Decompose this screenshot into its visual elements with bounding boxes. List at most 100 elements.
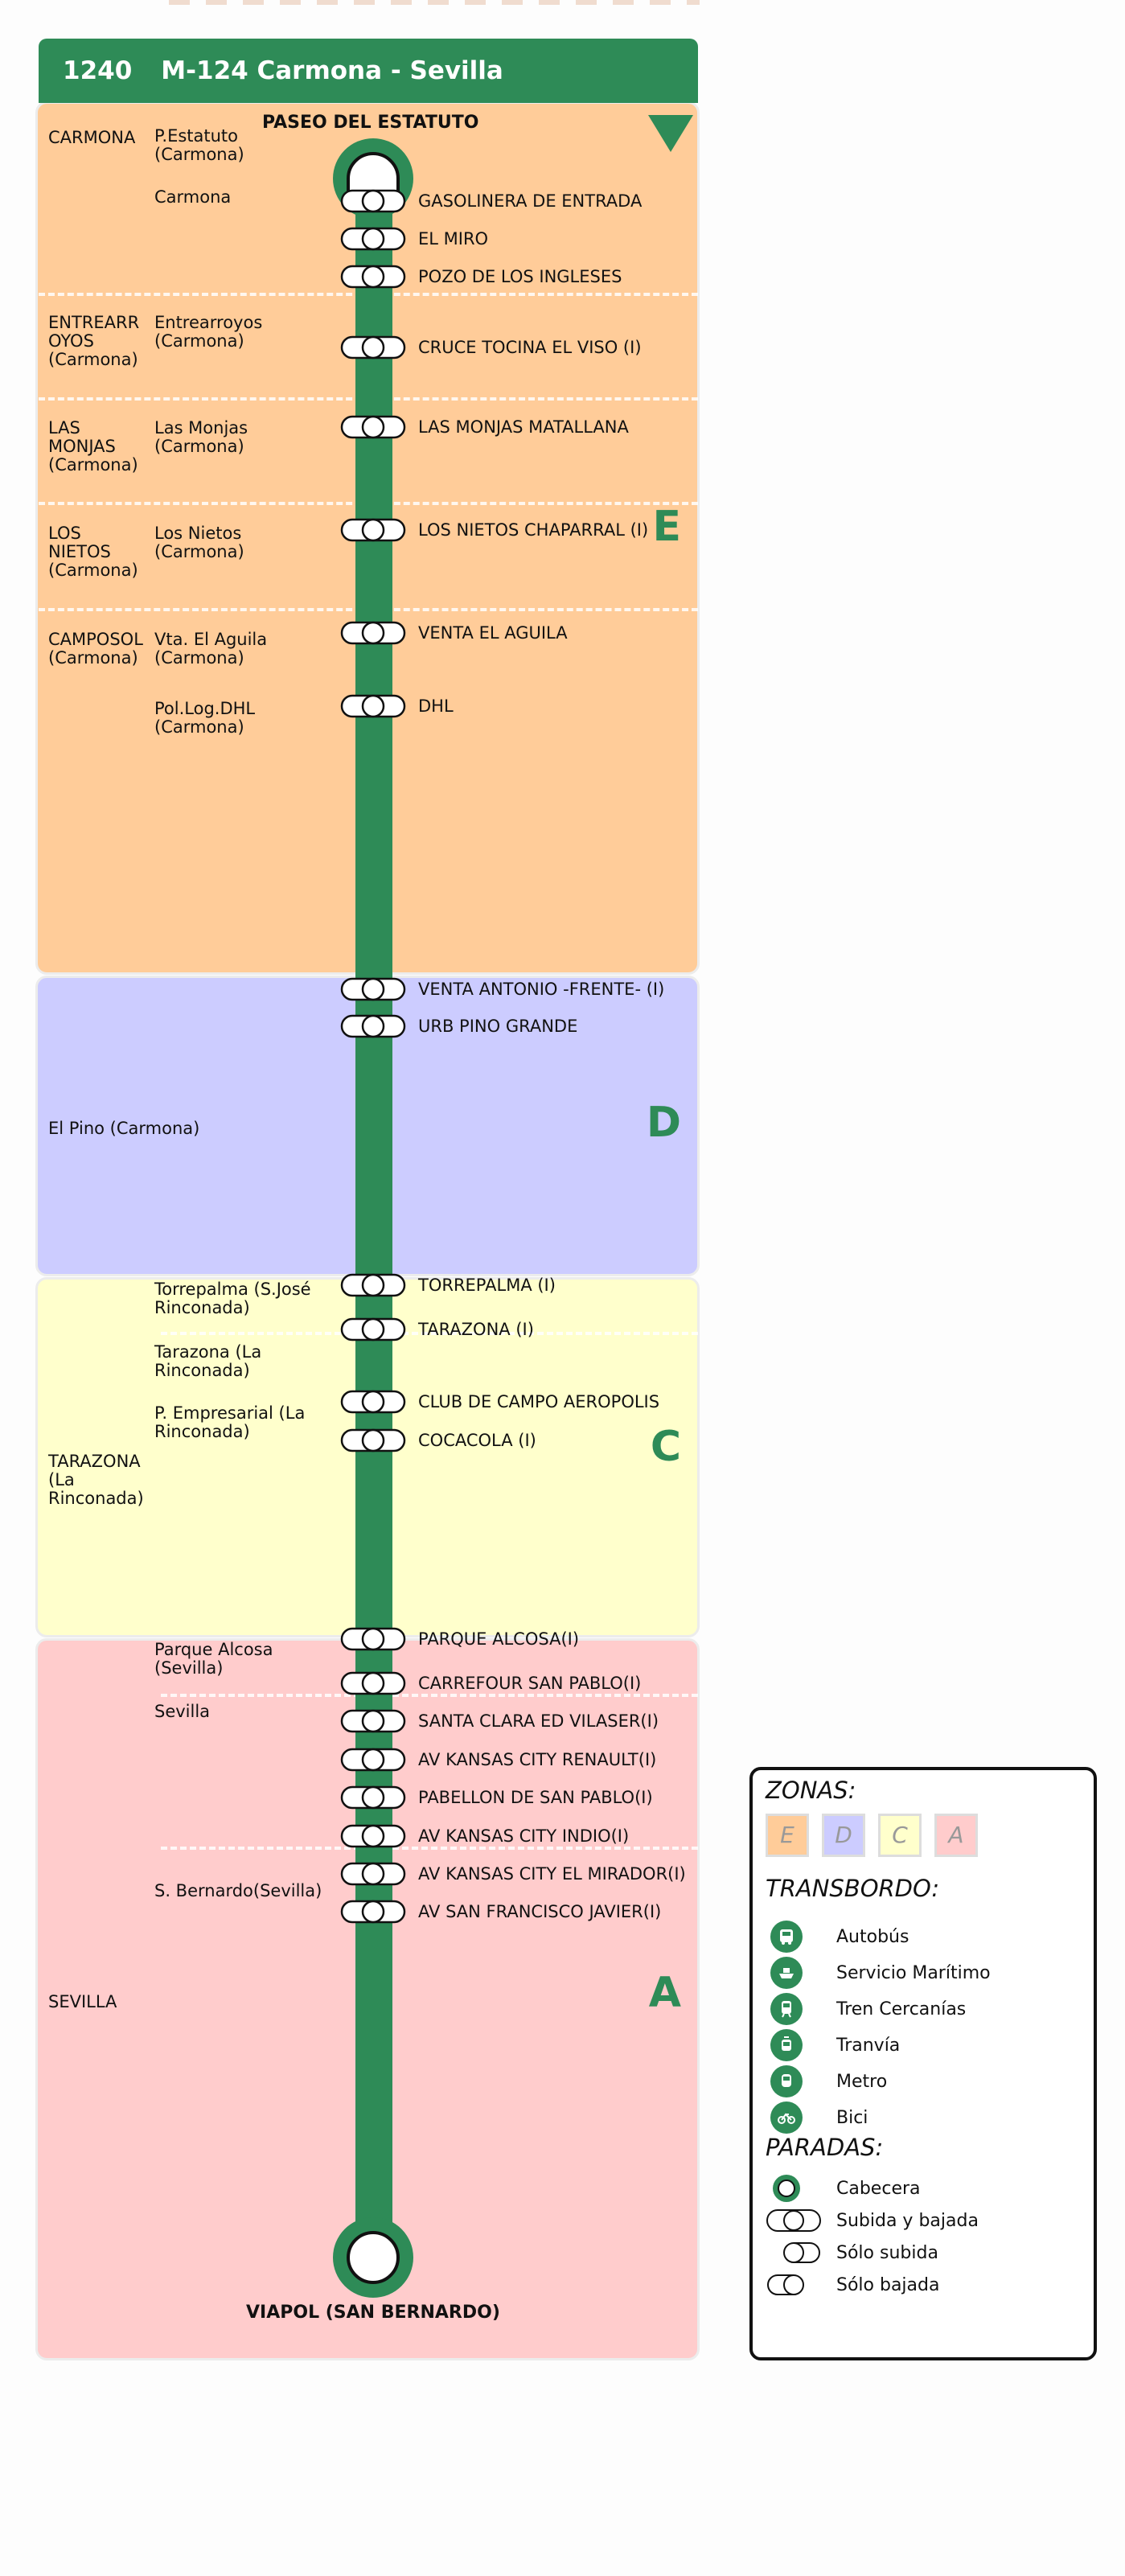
board-alight-stop-icon: [340, 1862, 406, 1886]
legend-zone-c: C: [878, 1814, 922, 1857]
zone-separator: [161, 1332, 698, 1335]
area-label: SEVILLA: [48, 1992, 117, 2011]
locality-label: P. Empresarial (La Rinconada): [154, 1403, 306, 1441]
stop-label: LAS MONJAS MATALLANA: [418, 417, 629, 437]
stop-label: SANTA CLARA ED VILASER(I): [418, 1711, 659, 1731]
legend-transfer-title: TRANSBORDO:: [766, 1875, 940, 1902]
legend-transfer-row: Autobús: [770, 1921, 909, 1953]
ship-icon: [779, 1968, 794, 1978]
board-alight-stop-icon: [340, 1824, 406, 1848]
stop-label: TORREPALMA (I): [418, 1276, 556, 1295]
board-alight-stop-icon: [340, 1273, 406, 1297]
board-alight-stop-icon: [340, 1390, 406, 1414]
stop-label: VENTA ANTONIO -FRENTE- (I): [418, 980, 665, 999]
board-alight-stop-icon: [340, 1428, 406, 1452]
legend-transfer-row: Servicio Marítimo: [770, 1957, 991, 1989]
stop-label: TARAZONA (I): [418, 1320, 534, 1339]
legend-label: Subida y bajada: [836, 2210, 979, 2231]
board-alight-stop-icon: [340, 518, 406, 542]
bike-icon: [778, 2113, 795, 2124]
area-label: El Pino (Carmona): [48, 1119, 200, 1138]
board-alight-stop-icon: [340, 1671, 406, 1695]
board-alight-stop-icon: [340, 1785, 406, 1810]
board-alight-stop-icon: [340, 1317, 406, 1341]
terminal-stop-icon: [773, 2175, 800, 2202]
area-label: CAMPOSOL (Carmona): [48, 630, 143, 668]
stop-label: POZO DE LOS INGLESES: [418, 267, 622, 286]
zone-separator: [161, 1847, 698, 1850]
legend-label: Tren Cercanías: [836, 1999, 967, 2019]
board-alight-stop-icon: [340, 1900, 406, 1924]
area-label: LOS NIETOS (Carmona): [48, 524, 138, 580]
legend-stops-title: PARADAS:: [766, 2134, 884, 2161]
stop-label: AV SAN FRANCISCO JAVIER(I): [418, 1902, 662, 1921]
locality-label: Carmona: [154, 187, 232, 207]
triangle-down-icon: [648, 115, 693, 152]
legend-label: Servicio Marítimo: [836, 1962, 991, 1983]
stop-label: CLUB DE CAMPO AEROPOLIS: [418, 1392, 660, 1411]
legend-label: Sólo subida: [836, 2242, 938, 2263]
locality-label: Entrearroyos (Carmona): [154, 313, 263, 351]
board-alight-stop-icon: [340, 335, 406, 359]
area-label: ENTREARR OYOS (Carmona): [48, 313, 140, 369]
zone-separator: [161, 1694, 698, 1697]
bus-icon: [780, 1929, 793, 1945]
board-alight-stop-icon: [340, 189, 406, 213]
legend-stop-row: Subida y bajada: [766, 2204, 979, 2237]
zone-letter: A: [648, 1969, 681, 2017]
legend-transfer-row: Tren Cercanías: [770, 1993, 966, 2025]
locality-label: Pol.Log.DHL (Carmona): [154, 699, 256, 737]
legend-zones-title: ZONAS:: [766, 1777, 856, 1804]
zone-letter: C: [650, 1423, 681, 1471]
route-title: M-124 Carmona - Sevilla: [161, 56, 503, 85]
legend-stop-row: Sólo subida: [766, 2237, 938, 2269]
board-alight-stop-icon: [340, 1627, 406, 1651]
board-alight-stop-icon: [340, 1709, 406, 1733]
route-line: [355, 173, 392, 2256]
legend-transfer-row: Bici: [770, 2101, 868, 2134]
locality-label: Los Nietos (Carmona): [154, 524, 244, 561]
legend-label: Bici: [836, 2107, 868, 2128]
metro-icon: [782, 2074, 791, 2087]
locality-label: Las Monjas (Carmona): [154, 418, 248, 456]
stop-label: LOS NIETOS CHAPARRAL (I): [418, 520, 649, 540]
locality-label: Parque Alcosa (Sevilla): [154, 1640, 273, 1678]
end-terminal-icon: [333, 2217, 413, 2298]
board-alight-stop-icon: [340, 415, 406, 439]
area-label: LAS MONJAS (Carmona): [48, 418, 138, 475]
stop-label: CRUCE TOCINA EL VISO (I): [418, 338, 642, 357]
train-icon: [782, 2001, 791, 2018]
legend-zone-d: D: [822, 1814, 865, 1857]
stop-label: COCACOLA (I): [418, 1431, 536, 1450]
legend-label: Sólo bajada: [836, 2274, 940, 2295]
board-alight-stop-icon: [340, 977, 406, 1001]
legend-transfer-row: Metro: [770, 2065, 887, 2097]
area-label: CARMONA: [48, 128, 136, 147]
legend-label: Metro: [836, 2071, 888, 2092]
zone-letter: D: [646, 1099, 681, 1147]
stop-label: GASOLINERA DE ENTRADA: [418, 191, 643, 211]
board-alight-stop-icon: [340, 1014, 406, 1038]
board-alight-stop-icon: [340, 265, 406, 289]
locality-label: Torrepalma (S.José Rinconada): [154, 1280, 311, 1317]
area-label: TARAZONA (La Rinconada): [48, 1452, 144, 1508]
legend-label: Cabecera: [836, 2178, 921, 2199]
locality-label: Tarazona (La Rinconada): [154, 1342, 262, 1380]
zone-letter: E: [652, 503, 681, 551]
top-dashed-rule: [169, 0, 700, 5]
tram-icon: [782, 2036, 791, 2051]
board-alight-stop-icon: [340, 621, 406, 645]
board-alight-stop-icon: [340, 694, 406, 718]
locality-label: Sevilla: [154, 1702, 211, 1721]
locality-label: Vta. El Aguila (Carmona): [154, 630, 268, 668]
board-alight-stop-icon: [766, 2209, 821, 2232]
stop-label: CARREFOUR SAN PABLO(I): [418, 1674, 642, 1693]
locality-label: S. Bernardo(Sevilla): [154, 1881, 322, 1900]
stop-label: DHL: [418, 696, 454, 716]
stop-label: VENTA EL AGUILA: [418, 623, 568, 643]
legend-stop-row: Cabecera: [770, 2172, 921, 2204]
stop-label: AV KANSAS CITY INDIO(I): [418, 1826, 630, 1846]
legend: ZONAS: E D C A TRANSBORDO: Autobús Servi…: [749, 1767, 1097, 2360]
legend-label: Tranvía: [836, 2035, 901, 2056]
